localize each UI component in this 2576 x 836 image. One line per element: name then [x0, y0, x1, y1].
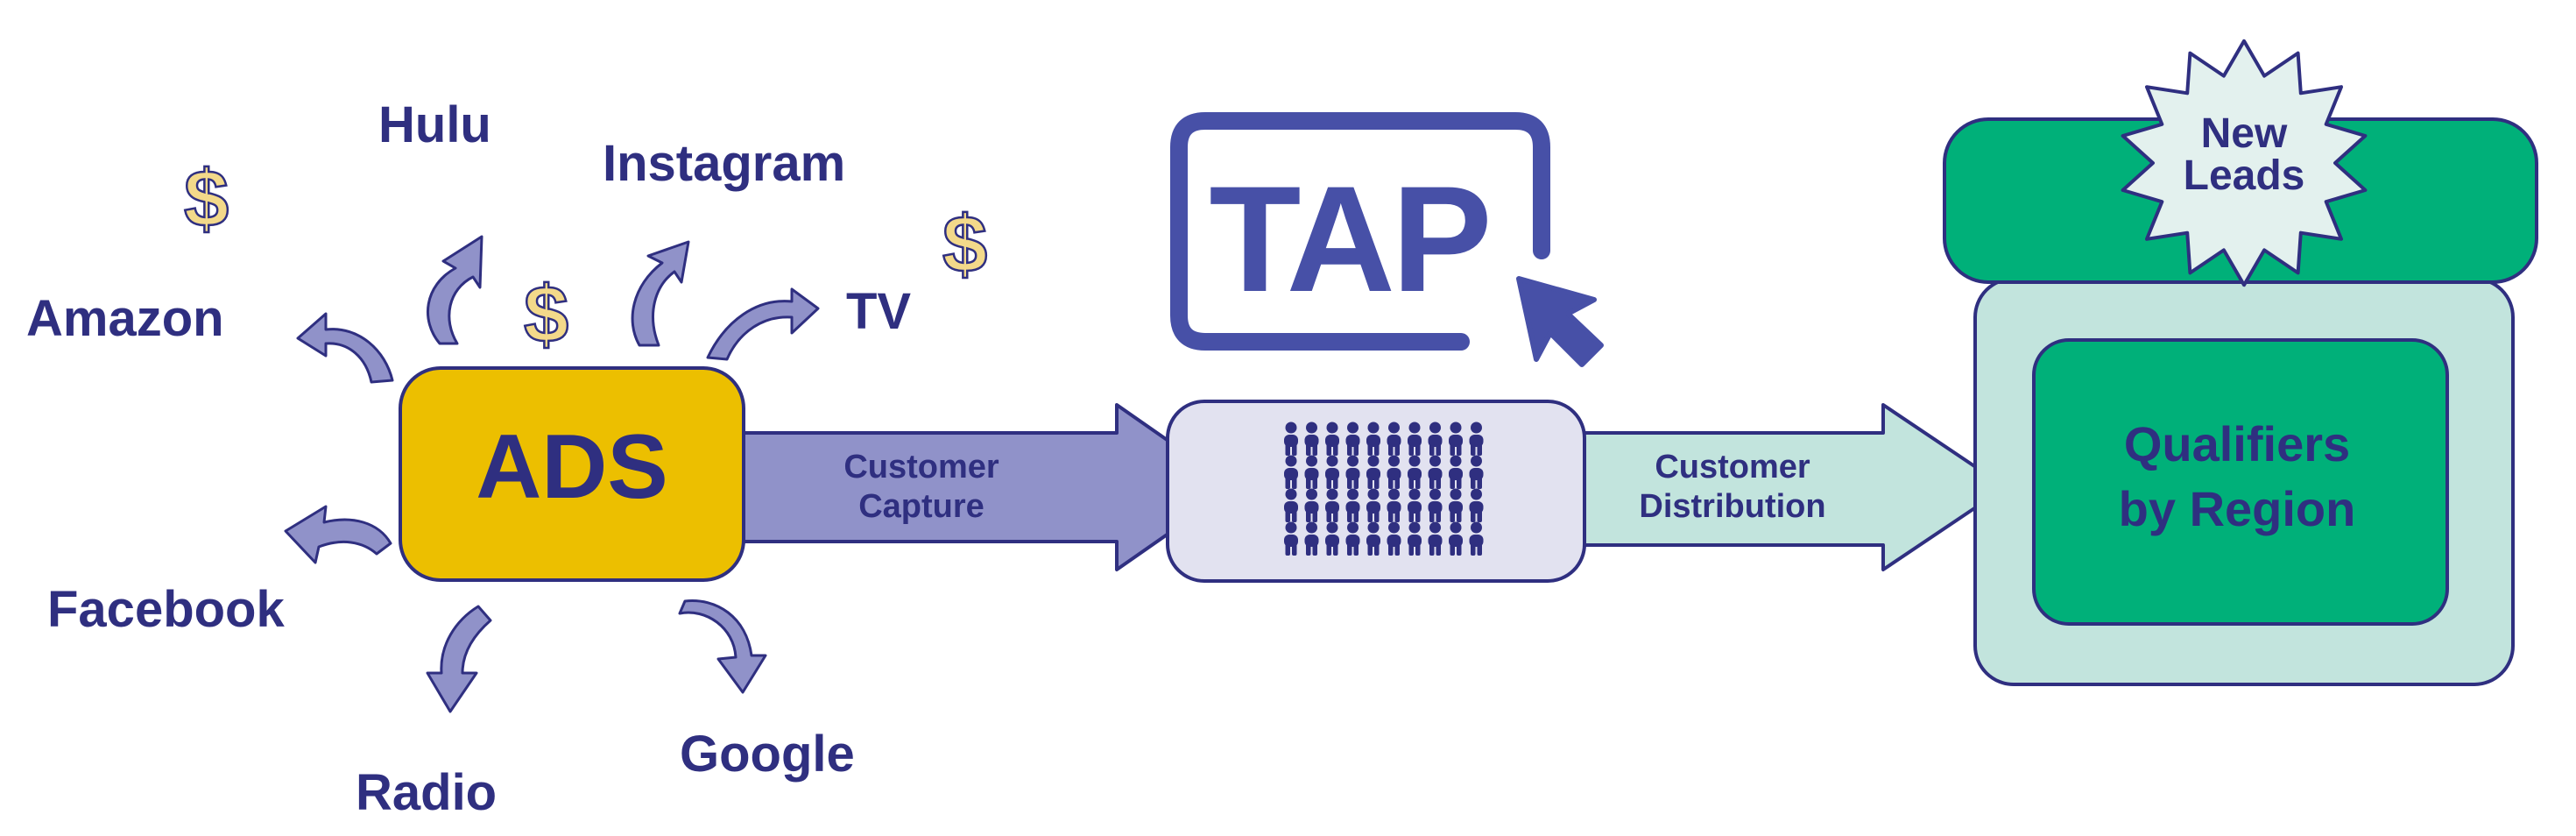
- qualifiers-box: [2032, 338, 2449, 626]
- tap-label: TAP: [1209, 155, 1488, 323]
- arrow-to-amazon: [296, 312, 394, 384]
- arrow-to-instagram: [631, 240, 690, 347]
- arrow-to-facebook: [284, 505, 392, 564]
- arrow-to-hulu: [427, 235, 483, 345]
- new-leads-line2: Leads: [2184, 152, 2305, 199]
- ads-label: ADS: [476, 416, 668, 518]
- channel-google: Google: [680, 726, 855, 783]
- capture-line1: Customer: [843, 449, 999, 485]
- channel-instagram: Instagram: [603, 135, 845, 192]
- starburst-badge: [2121, 39, 2368, 287]
- channel-radio: Radio: [356, 764, 497, 821]
- channel-facebook: Facebook: [47, 581, 285, 638]
- dollar-icon: $: [942, 200, 987, 289]
- customer-capture-arrow: [738, 403, 1237, 571]
- customer-distribution-arrow: [1579, 403, 2008, 571]
- tap-logo: TAP: [1170, 112, 1604, 367]
- distribution-line2: Distribution: [1639, 488, 1825, 525]
- ads-box: [399, 366, 745, 582]
- arrow-to-google: [678, 599, 767, 694]
- new-leads-line1: New: [2201, 110, 2288, 157]
- distribution-line1: Customer: [1655, 449, 1810, 485]
- capture-line2: Capture: [858, 488, 985, 525]
- qualifiers-line2: by Region: [2119, 481, 2356, 536]
- channel-hulu: Hulu: [378, 96, 491, 153]
- channel-tv: TV: [846, 283, 911, 340]
- arrow-to-tv: [706, 287, 820, 361]
- arrow-to-radio: [426, 605, 492, 713]
- channel-amazon: Amazon: [26, 290, 224, 347]
- pointer-cursor-icon: [1516, 276, 1604, 367]
- dollar-icon: $: [184, 154, 229, 244]
- dollar-icon: $: [524, 270, 568, 359]
- qualifiers-line1: Qualifiers: [2124, 416, 2350, 471]
